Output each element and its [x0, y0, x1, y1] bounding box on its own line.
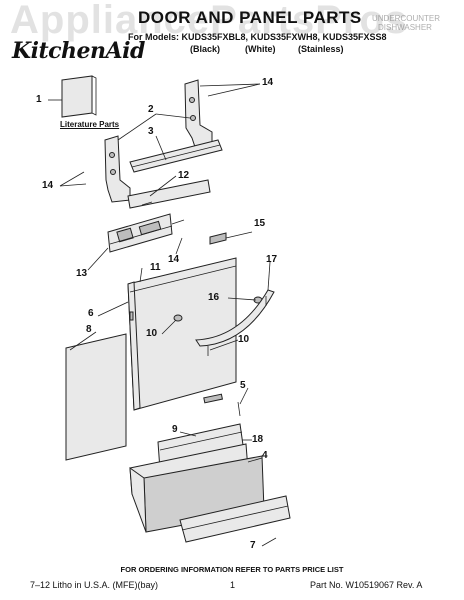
watermark-corner-line2: DISHWASHER: [378, 23, 432, 32]
right-hinge-bracket: [184, 79, 213, 151]
logo-badge: [209, 232, 227, 245]
callout-6: 6: [88, 308, 94, 319]
literature-parts-booklet: [61, 75, 97, 118]
left-hinge-bracket: [104, 135, 131, 203]
leader-lines: [48, 83, 277, 547]
lower-toe-kick: [179, 495, 291, 543]
color-white-label: (White): [245, 44, 276, 54]
callout-18: 18: [252, 434, 264, 445]
callout-4: 4: [262, 450, 268, 461]
control-panel-bar: [127, 179, 211, 209]
callout-8: 8: [86, 324, 92, 335]
access-screw: [237, 401, 241, 417]
callout-14-top: 14: [262, 77, 274, 88]
ordering-note: FOR ORDERING INFORMATION REFER TO PARTS …: [120, 565, 344, 574]
callout-12: 12: [178, 170, 190, 181]
outer-door-panel: [127, 257, 237, 411]
color-stainless-label: (Stainless): [298, 44, 344, 54]
part-number: Part No. W10519067 Rev. A: [310, 580, 423, 590]
callout-13: 13: [76, 268, 88, 279]
door-handle: [195, 289, 275, 356]
door-top-trim: [129, 139, 223, 173]
watermark-corner-line1: UNDERCOUNTER: [372, 14, 440, 23]
callout-9: 9: [172, 424, 178, 435]
callout-3: 3: [148, 126, 154, 137]
watermark-corner: UNDERCOUNTER DISHWASHER: [372, 14, 440, 32]
callout-17: 17: [266, 254, 278, 265]
watermark-text: AppliancePartsPros: [10, 0, 409, 42]
callout-5: 5: [240, 380, 246, 391]
control-module: [107, 213, 173, 253]
color-black-label: (Black): [190, 44, 221, 54]
model-list: For Models: KUDS35FXBL8, KUDS35FXWH8, KU…: [128, 32, 387, 42]
brand-logo: KitchenAid: [12, 38, 145, 64]
callout-14-mid: 14: [168, 254, 180, 265]
callout-10-right: 10: [238, 334, 250, 345]
door-insulation-panel: [65, 333, 127, 461]
callout-2: 2: [148, 104, 154, 115]
literature-parts-label: Literature Parts: [60, 120, 120, 129]
page-title: DOOR AND PANEL PARTS: [138, 8, 362, 27]
print-info: 7–12 Litho in U.S.A. (MFE)(bay): [30, 580, 159, 590]
callout-11: 11: [150, 262, 161, 273]
page-number: 1: [230, 580, 236, 590]
callout-7: 7: [250, 540, 256, 551]
handle-standoffs: [173, 296, 263, 322]
callout-1: 1: [36, 94, 42, 105]
callout-16: 16: [208, 292, 220, 303]
callout-10-left: 10: [146, 328, 158, 339]
callout-14-left: 14: [42, 180, 54, 191]
callout-15: 15: [254, 218, 266, 229]
